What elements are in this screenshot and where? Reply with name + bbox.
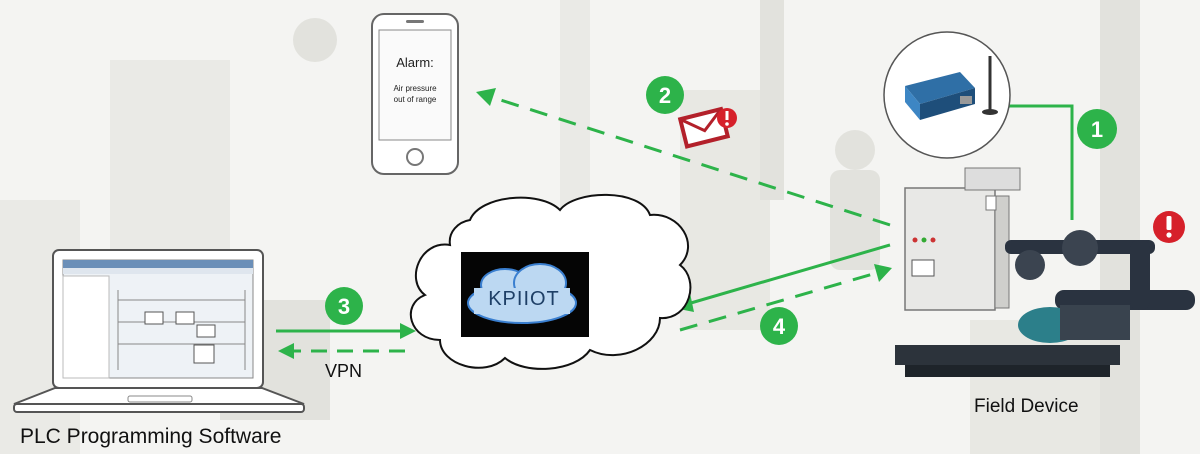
field-device-caption: Field Device	[974, 396, 1079, 418]
gateway-to-device-line	[1005, 106, 1072, 220]
step-badge-1: 1	[1077, 109, 1117, 149]
step-badge-2: 2	[646, 76, 684, 114]
kpiiot-brand-label: KPIIOT	[478, 288, 570, 311]
alarm-sms-arrowhead	[476, 88, 496, 106]
alarm-title: Alarm:	[379, 55, 451, 70]
step-badge-3: 3	[325, 287, 363, 325]
svg-text:3: 3	[338, 294, 350, 319]
alarm-message-line1: Air pressure	[379, 84, 451, 93]
smartphone	[372, 14, 458, 174]
svg-text:1: 1	[1091, 117, 1103, 142]
laptop-caption: PLC Programming Software	[20, 425, 281, 449]
iot-gateway-device	[884, 32, 1010, 158]
device-alert-icon	[1153, 211, 1185, 243]
device-to-cloud-arrowhead	[874, 264, 892, 282]
alarm-message-line2: out of range	[379, 95, 451, 104]
laptop	[14, 250, 304, 412]
field-device-pump	[895, 168, 1195, 377]
svg-text:2: 2	[659, 83, 671, 108]
vpn-label: VPN	[325, 361, 362, 382]
step-badge-4: 4	[760, 307, 798, 345]
svg-text:4: 4	[773, 314, 786, 339]
